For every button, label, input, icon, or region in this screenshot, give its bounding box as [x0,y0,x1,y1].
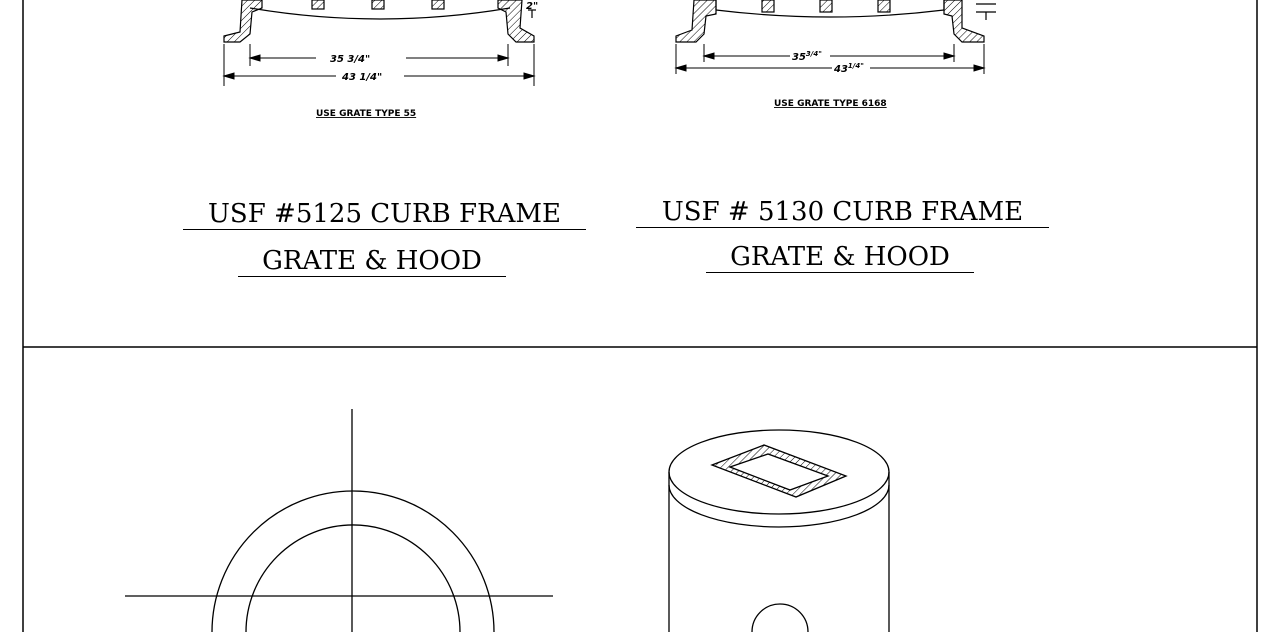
caption-5130-line2: GRATE & HOOD [706,242,974,273]
frame-5130-section [675,0,996,43]
caption-5125-line1: USF #5125 CURB FRAME [183,199,586,230]
dimension-lines-5130 [674,44,986,74]
frame-5125-section [223,0,536,43]
dim-5125-outer: 43 1/4" [341,72,382,83]
isometric-structure [668,429,890,632]
grate-note-5125: USE GRATE TYPE 55 [316,109,416,119]
dim-5125-small: 2" [526,1,538,12]
sheet-border [22,0,1258,632]
dim-5125-inner: 35 3/4" [330,54,370,65]
caption-5125-line2: GRATE & HOOD [238,246,506,277]
caption-5130-line1: USF # 5130 CURB FRAME [636,197,1049,228]
dimension-lines-5125 [222,44,536,86]
dim-5130-inner: 353/4" [792,50,822,63]
plan-view-crosshair [125,409,553,632]
grate-note-5130: USE GRATE TYPE 6168 [774,99,887,109]
plan-view-ring [211,490,495,632]
dim-5130-outer: 431/4" [833,62,864,75]
